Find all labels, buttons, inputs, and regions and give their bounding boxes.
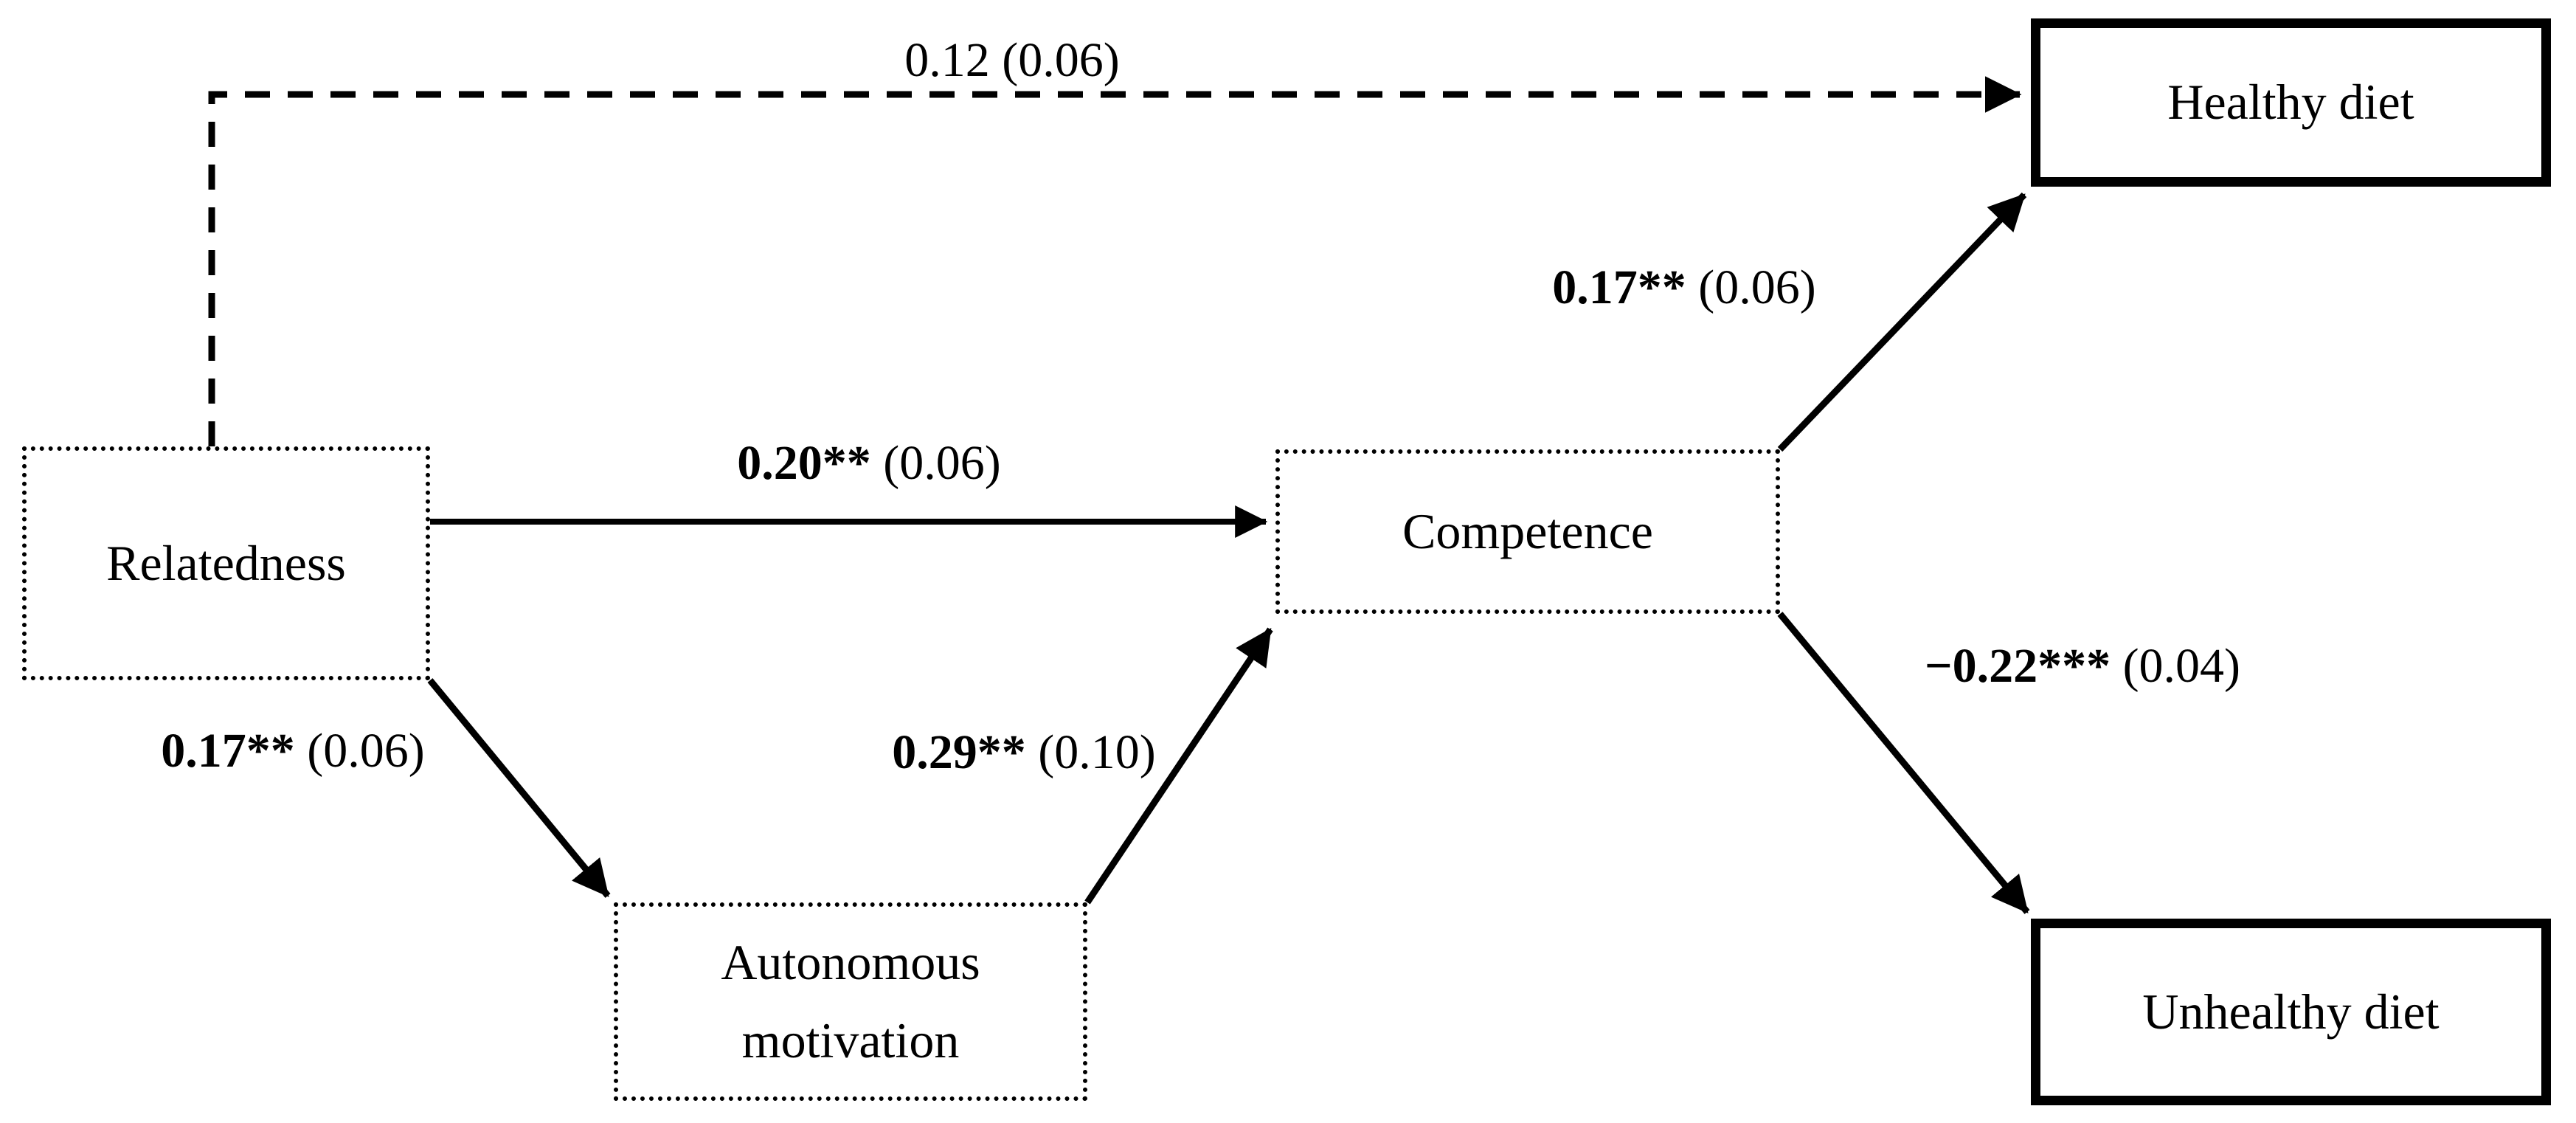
- arrow-competence-unhealthy-diet: [1777, 612, 2030, 914]
- node-autonomous-motivation: Autonomous motivation: [614, 902, 1087, 1101]
- arrow-competence-healthy-diet: [1777, 192, 2027, 452]
- path-label-competence-unhealthy-diet: −0.22*** (0.04): [1925, 642, 2240, 691]
- node-unhealthy-diet: Unhealthy diet: [2031, 919, 2551, 1105]
- coefficient: −0.22***: [1924, 639, 2111, 693]
- path-label-relatedness-healthy-diet: 0.12 (0.06): [904, 36, 1119, 85]
- standard-error: (0.06): [1002, 33, 1120, 87]
- node-healthy-diet-label: Healthy diet: [2167, 74, 2414, 131]
- coefficient: 0.29**: [892, 725, 1026, 779]
- node-competence-label: Competence: [1402, 502, 1653, 559]
- path-label-relatedness-autonomous-motivation: 0.17** (0.06): [161, 727, 424, 775]
- standard-error: (0.06): [883, 436, 1001, 490]
- arrow-relatedness-autonomous-motivation: [427, 678, 611, 898]
- node-unhealthy-diet-label: Unhealthy diet: [2142, 983, 2440, 1040]
- standard-error: (0.06): [1698, 260, 1816, 314]
- coefficient: 0.17**: [161, 724, 295, 778]
- node-relatedness-label: Relatedness: [106, 534, 346, 591]
- node-healthy-diet: Healthy diet: [2031, 18, 2551, 187]
- node-competence: Competence: [1275, 449, 1780, 614]
- path-label-relatedness-competence: 0.20** (0.06): [737, 439, 1000, 488]
- path-label-autonomous-motivation-competence: 0.29** (0.10): [892, 728, 1155, 777]
- standard-error: (0.06): [307, 724, 425, 778]
- node-relatedness: Relatedness: [22, 446, 430, 680]
- node-autonomous-motivation-label-line2: motivation: [741, 1012, 960, 1068]
- arrow-autonomous-motivation-competence: [1084, 627, 1273, 905]
- standard-error: (0.04): [2122, 639, 2241, 693]
- path-label-competence-healthy-diet: 0.17** (0.06): [1552, 263, 1815, 312]
- arrow-relatedness-healthy-diet: [208, 76, 2022, 446]
- coefficient: 0.20**: [737, 436, 871, 490]
- standard-error: (0.10): [1038, 725, 1156, 779]
- coefficient: 0.17**: [1552, 260, 1686, 314]
- node-autonomous-motivation-label-line1: Autonomous: [721, 934, 980, 991]
- coefficient: 0.12: [904, 33, 990, 87]
